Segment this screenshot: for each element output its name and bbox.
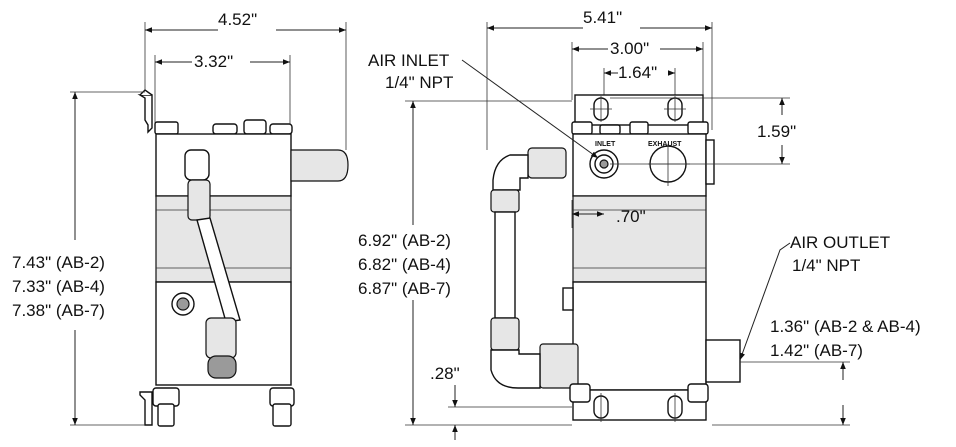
left-height-ab4-label: 7.33" (AB-4)	[12, 277, 105, 296]
port-spacing-label: 1.64"	[618, 63, 657, 82]
left-side-view	[70, 22, 349, 427]
inlet-port-label: INLET	[595, 141, 616, 148]
exhaust-port-label: EXHAUST	[648, 141, 682, 148]
outlet-height-ab2-ab4-label: 1.36" (AB-2 & AB-4)	[770, 317, 921, 336]
side-tube	[184, 149, 241, 379]
left-body-width-label: 3.32"	[194, 52, 233, 71]
port-height-label: 1.59"	[757, 122, 796, 141]
right-body-width-label: 3.00"	[610, 39, 649, 58]
left-overall-width-label: 4.52"	[218, 10, 257, 29]
left-height-ab7-label: 7.38" (AB-7)	[12, 301, 105, 320]
air-inlet-npt-label: 1/4" NPT	[385, 73, 453, 92]
outlet-height-ab7-label: 1.42" (AB-7)	[770, 341, 863, 360]
right-height-ab4-label: 6.82" (AB-4)	[358, 255, 451, 274]
air-outlet-npt-label: 1/4" NPT	[792, 256, 860, 275]
right-overall-width-label: 5.41"	[583, 8, 622, 27]
right-height-ab7-label: 6.87" (AB-7)	[358, 279, 451, 298]
inlet-offset-label: .70"	[616, 207, 646, 226]
left-height-ab2-label: 7.43" (AB-2)	[12, 253, 105, 272]
air-outlet-label: AIR OUTLET	[790, 233, 890, 252]
base-offset-label: .28"	[430, 364, 460, 383]
air-inlet-label: AIR INLET	[368, 51, 449, 70]
right-height-ab2-label: 6.92" (AB-2)	[358, 231, 451, 250]
right-front-view	[405, 22, 850, 440]
